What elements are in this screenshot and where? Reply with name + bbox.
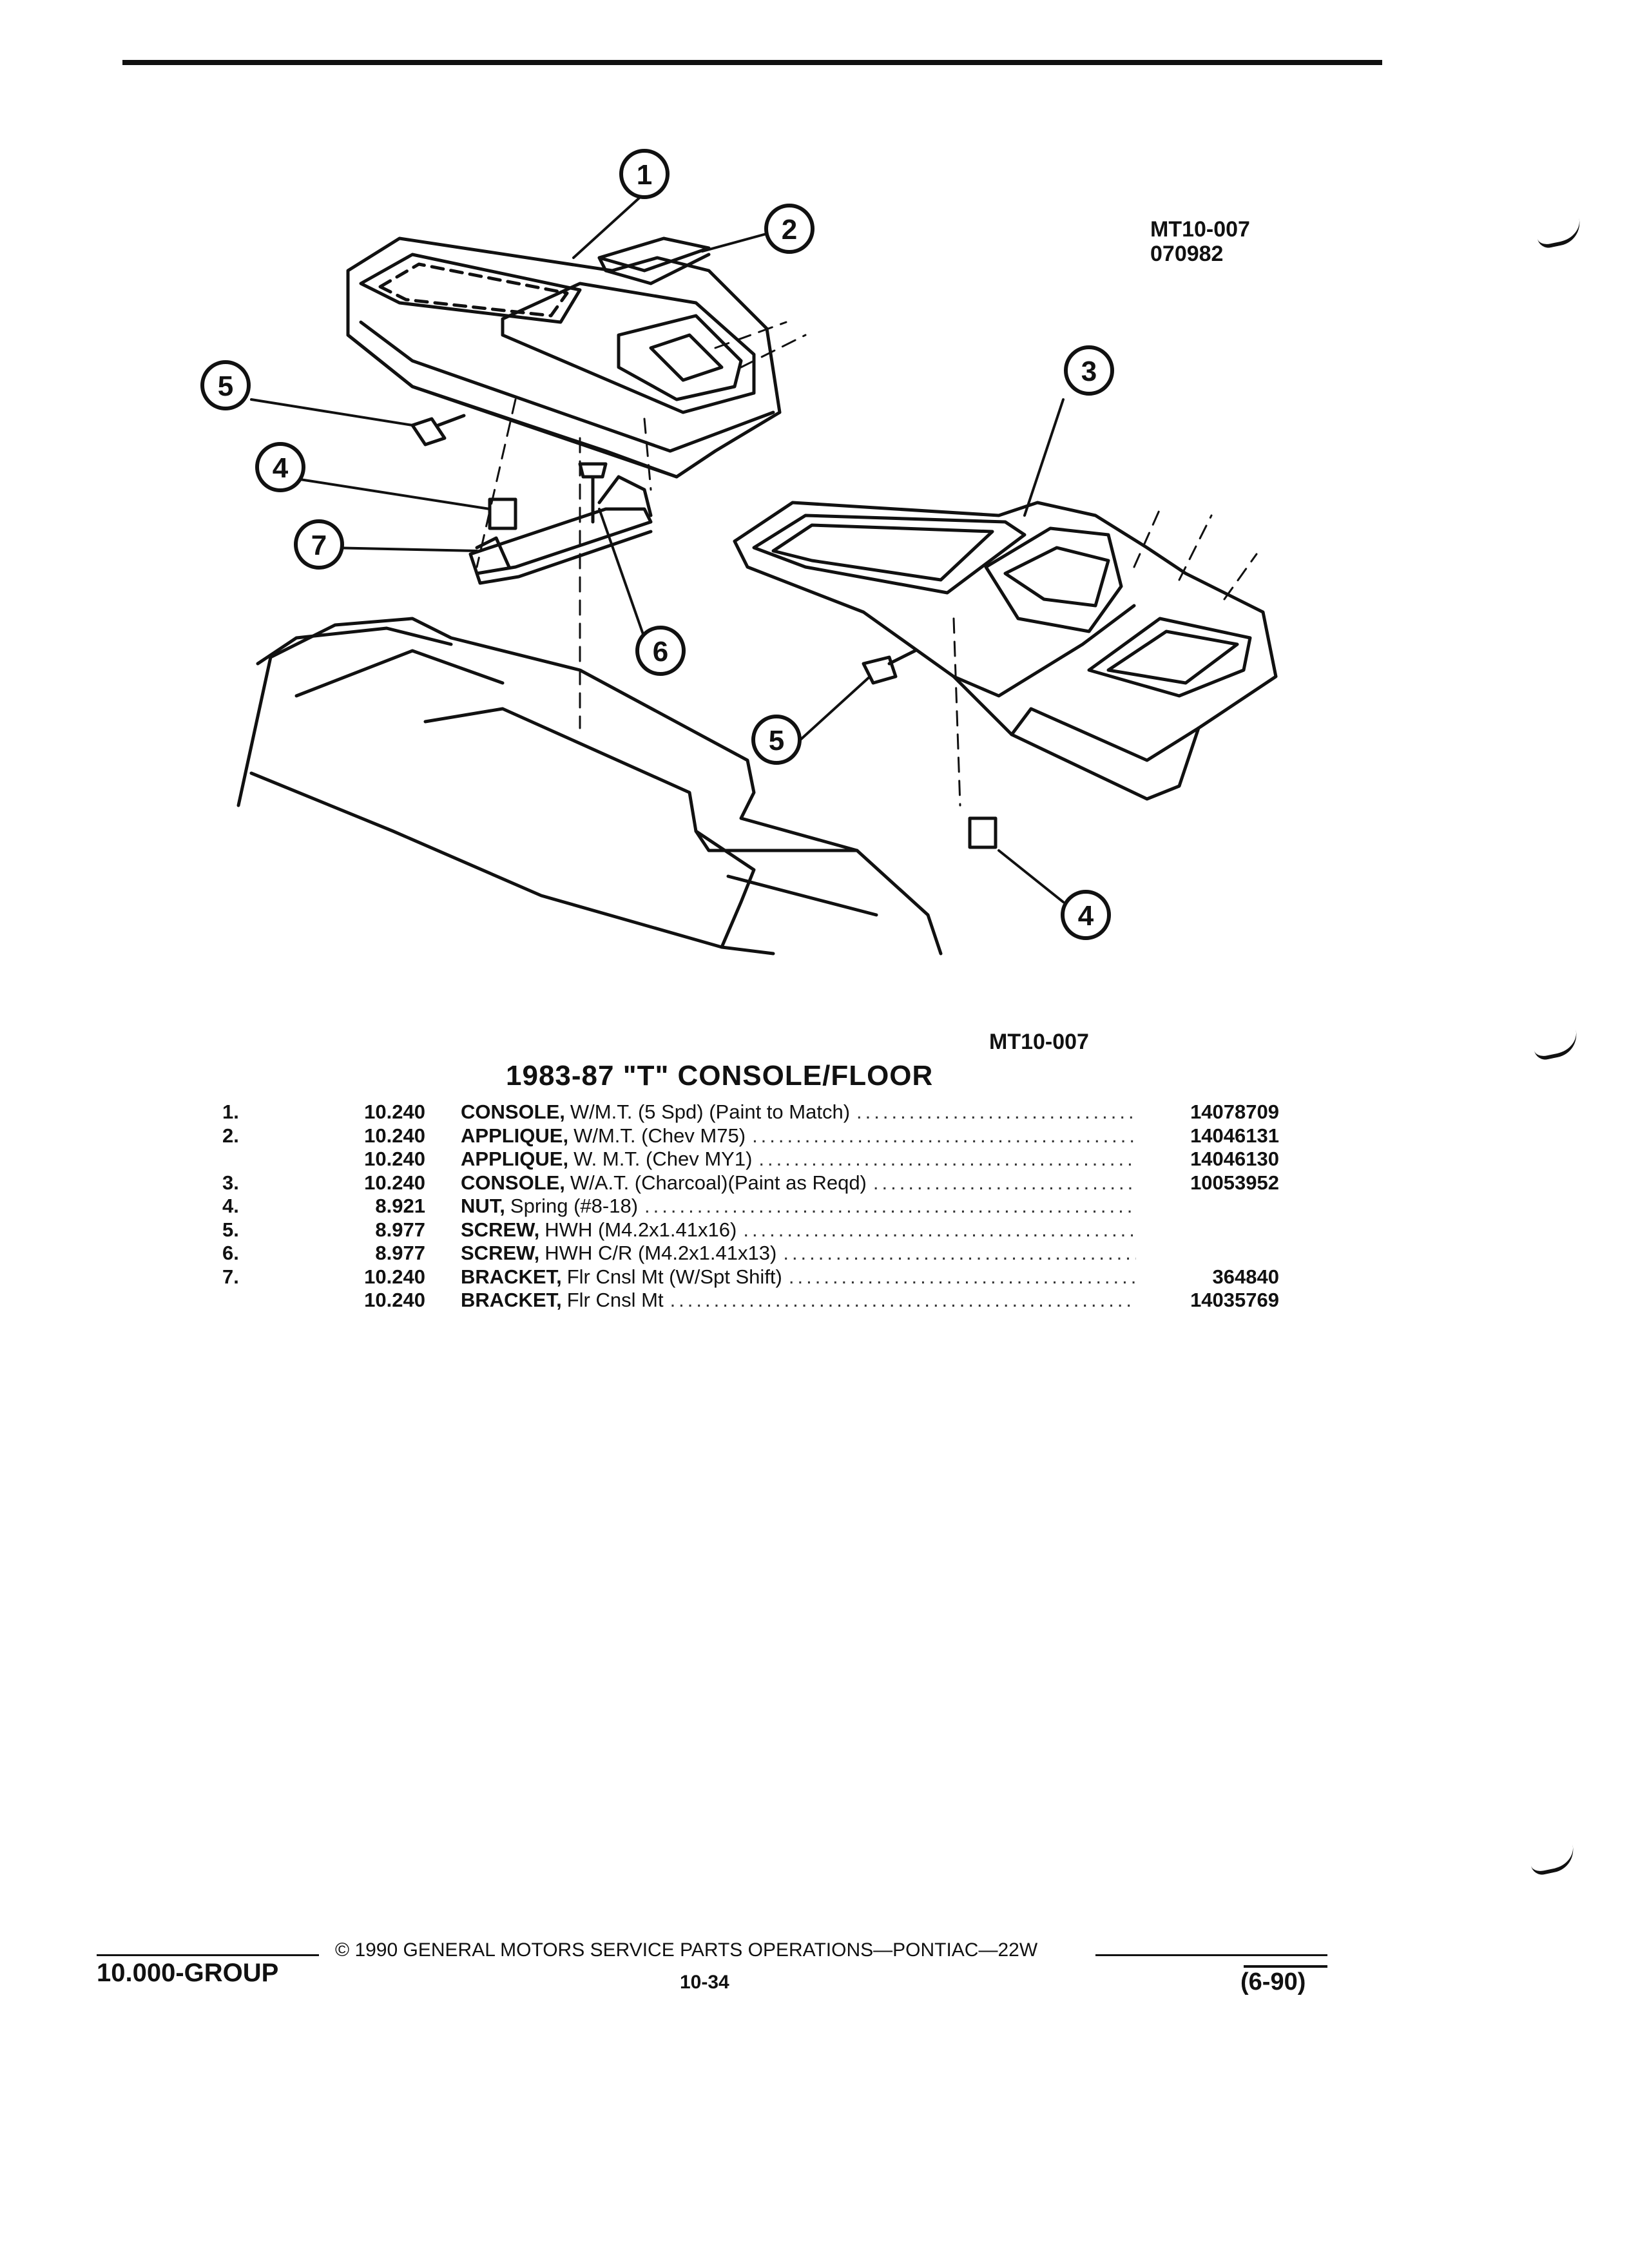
parts-row: 4. 8.921 NUT,Spring (#8-18) bbox=[222, 1195, 1279, 1218]
group-number: 10.240 bbox=[364, 1148, 425, 1170]
part-name: BRACKET, bbox=[461, 1265, 562, 1288]
part-name: CONSOLE, bbox=[461, 1171, 565, 1194]
item-number: 6. bbox=[222, 1242, 239, 1264]
binder-mark bbox=[1528, 1845, 1577, 1877]
figure-code: MT10-007 bbox=[1150, 217, 1250, 242]
footer-date-code: (6-90) bbox=[1240, 1968, 1306, 1995]
item-number: 4. bbox=[222, 1195, 239, 1217]
nut-4-drawing-right bbox=[968, 816, 998, 849]
floor-tunnel-drawing bbox=[236, 617, 943, 956]
applique-2-drawing bbox=[597, 236, 711, 285]
callout-2-circle bbox=[764, 204, 815, 254]
part-name: APPLIQUE, bbox=[461, 1148, 569, 1170]
item-number: 7. bbox=[222, 1265, 239, 1288]
part-name: SCREW, bbox=[461, 1218, 540, 1241]
part-detail: W/A.T. (Charcoal)(Paint as Reqd) bbox=[570, 1171, 867, 1194]
parts-row: 5. 8.977 SCREW,HWH (M4.2x1.41x16) bbox=[222, 1218, 1279, 1242]
item-number: 5. bbox=[222, 1218, 239, 1241]
part-detail: W. M.T. (Chev MY1) bbox=[574, 1148, 753, 1170]
nut-4-drawing bbox=[488, 497, 517, 530]
footer-group-label: 10.000-GROUP bbox=[97, 1959, 279, 1987]
callout-3-label: 3 bbox=[1081, 356, 1097, 387]
group-number: 8.977 bbox=[375, 1218, 425, 1241]
part-detail: W/M.T. (5 Spd) (Paint to Match) bbox=[570, 1100, 851, 1123]
group-number: 10.240 bbox=[364, 1265, 425, 1288]
callout-3-circle bbox=[1064, 345, 1114, 396]
group-number: 10.240 bbox=[364, 1289, 425, 1311]
callout-5b-circle bbox=[751, 715, 802, 765]
group-number: 10.240 bbox=[364, 1100, 425, 1123]
footer-page-number: 10-34 bbox=[680, 1972, 729, 1993]
group-number: 8.977 bbox=[375, 1242, 425, 1264]
footer-copyright: © 1990 GENERAL MOTORS SERVICE PARTS OPER… bbox=[335, 1939, 1038, 1961]
part-detail: Spring (#8-18) bbox=[510, 1195, 639, 1217]
group-number: 8.921 bbox=[375, 1195, 425, 1217]
callout-4-circle bbox=[255, 442, 305, 492]
parts-row: 1. 10.240 CONSOLE,W/M.T. (5 Spd) (Paint … bbox=[222, 1100, 1279, 1124]
callout-4-label: 4 bbox=[273, 452, 289, 484]
part-detail: Flr Cnsl Mt bbox=[566, 1289, 664, 1311]
callout-6-circle bbox=[635, 626, 686, 676]
item-number: 1. bbox=[222, 1100, 239, 1123]
part-detail: HWH C/R (M4.2x1.41x13) bbox=[545, 1242, 777, 1264]
footer-rule-date bbox=[1244, 1965, 1327, 1968]
group-number: 10.240 bbox=[364, 1171, 425, 1194]
part-number: 14035769 bbox=[1190, 1289, 1279, 1311]
callout-4b-circle bbox=[1061, 890, 1111, 940]
part-detail: W/M.T. (Chev M75) bbox=[574, 1124, 746, 1147]
parts-row: 6. 8.977 SCREW,HWH C/R (M4.2x1.41x13) bbox=[222, 1242, 1279, 1265]
part-name: BRACKET, bbox=[461, 1289, 562, 1311]
parts-row: 10.240 APPLIQUE,W. M.T. (Chev MY1) 14046… bbox=[222, 1148, 1279, 1171]
item-number: 3. bbox=[222, 1171, 239, 1194]
callout-5-circle bbox=[200, 360, 251, 410]
part-number: 14046131 bbox=[1190, 1124, 1279, 1147]
part-name: CONSOLE, bbox=[461, 1100, 565, 1123]
top-rule bbox=[122, 60, 1382, 65]
callout-7-circle bbox=[294, 519, 344, 570]
callout-5-label: 5 bbox=[218, 370, 233, 402]
parts-list: 1. 10.240 CONSOLE,W/M.T. (5 Spd) (Paint … bbox=[222, 1100, 1279, 1312]
exploded-view-diagram: 1 2 3 4 5 6 7 5 4 bbox=[200, 149, 1278, 956]
part-detail: Flr Cnsl Mt (W/Spt Shift) bbox=[566, 1265, 782, 1288]
part-number: 14046130 bbox=[1190, 1148, 1279, 1170]
parts-row: 7. 10.240 BRACKET,Flr Cnsl Mt (W/Spt Shi… bbox=[222, 1265, 1279, 1289]
parts-row: 10.240 BRACKET,Flr Cnsl Mt 14035769 bbox=[222, 1289, 1279, 1312]
callout-5b-label: 5 bbox=[769, 725, 784, 756]
callout-1-label: 1 bbox=[637, 159, 652, 191]
part-name: SCREW, bbox=[461, 1242, 540, 1264]
part-number: 10053952 bbox=[1190, 1171, 1279, 1194]
section-title: 1983-87 "T" CONSOLE/FLOOR bbox=[506, 1060, 934, 1091]
footer-rule-left bbox=[97, 1954, 319, 1956]
callout-7-label: 7 bbox=[311, 530, 327, 561]
console-1-drawing bbox=[346, 236, 782, 479]
footer-rule-right bbox=[1095, 1954, 1327, 1956]
parts-row: 3. 10.240 CONSOLE,W/A.T. (Charcoal)(Pain… bbox=[222, 1171, 1279, 1195]
part-detail: HWH (M4.2x1.41x16) bbox=[545, 1218, 737, 1241]
part-name: APPLIQUE, bbox=[461, 1124, 569, 1147]
console-3-drawing bbox=[733, 501, 1278, 801]
part-name: NUT, bbox=[461, 1195, 505, 1217]
part-number: 364840 bbox=[1212, 1265, 1279, 1288]
parts-row: 2. 10.240 APPLIQUE,W/M.T. (Chev M75) 140… bbox=[222, 1124, 1279, 1148]
part-number: 14078709 bbox=[1190, 1100, 1279, 1123]
figure-date: 070982 bbox=[1150, 242, 1224, 266]
callout-4b-label: 4 bbox=[1078, 900, 1094, 932]
callout-1-circle bbox=[619, 149, 670, 199]
group-number: 10.240 bbox=[364, 1124, 425, 1147]
bracket-7-drawing bbox=[468, 475, 653, 585]
figure-code-bottom: MT10-007 bbox=[989, 1030, 1089, 1054]
callout-2-label: 2 bbox=[782, 214, 797, 245]
callout-6-label: 6 bbox=[653, 636, 668, 668]
item-number: 2. bbox=[222, 1124, 239, 1147]
binder-mark bbox=[1532, 1030, 1581, 1062]
